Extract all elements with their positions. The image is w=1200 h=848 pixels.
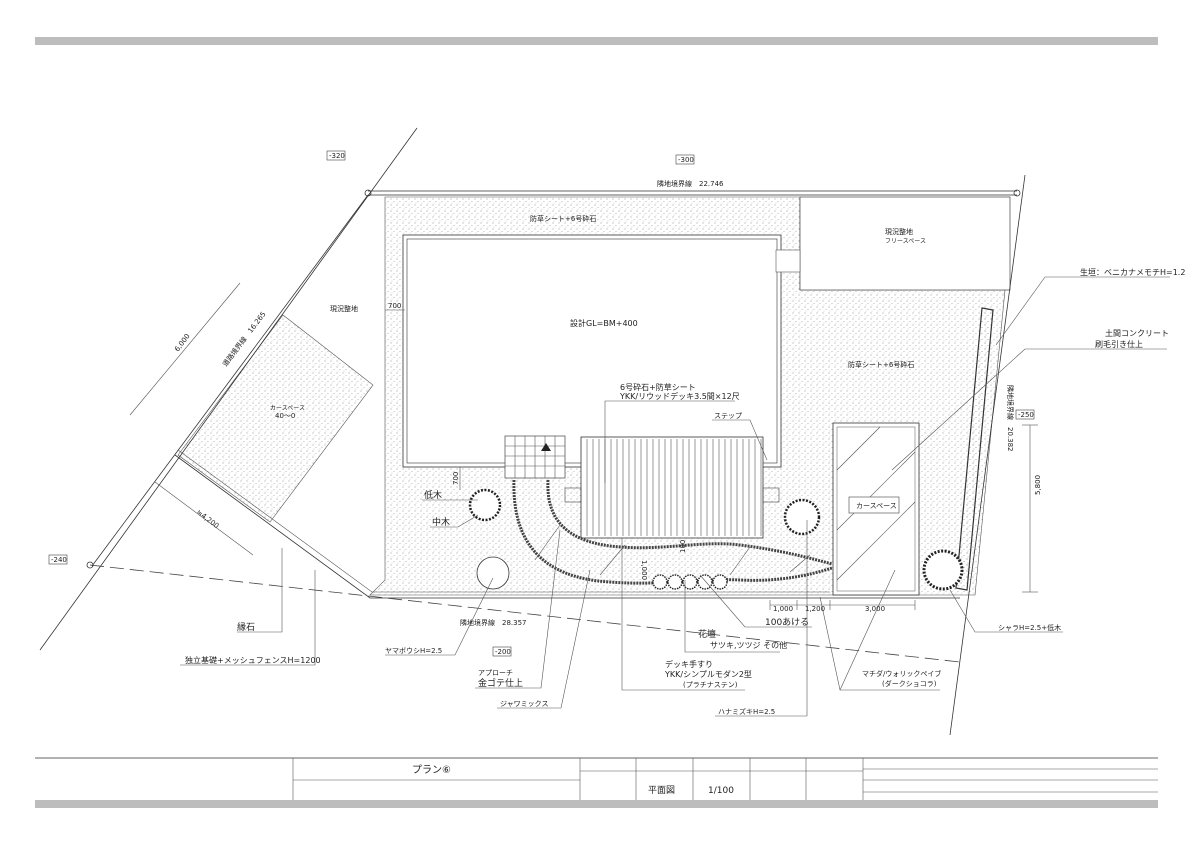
flowerbed-shrub-icon: [712, 574, 728, 590]
right-boundary-label: 隣地境界線 20.382: [1006, 385, 1015, 452]
carport-area: [832, 422, 920, 596]
path-width-dimension: 1,000: [640, 560, 648, 580]
elevation-tag: -300: [678, 156, 694, 164]
flowerbed-shrubs: [652, 574, 728, 590]
pave-callout-line2: (ダークショコラ): [882, 679, 937, 688]
handrail-callout-line2: YKK/シンプルモダン2型: [664, 669, 752, 679]
flowerbed-shrub-icon: [697, 574, 713, 590]
approach-path: [512, 479, 833, 585]
setback-bottom-dimension: 700: [452, 472, 460, 485]
yamaboushi-tree-icon: [476, 556, 510, 590]
shara-tree-icon: [922, 549, 964, 591]
carspace-left-size: 40～0: [275, 412, 295, 420]
road-approx-dimension: ≒4,200: [195, 508, 221, 530]
title-block: プラン⑥ 平面図 1/100: [35, 757, 1158, 800]
hedge-callout: 生垣：ベニカナメモチH=1.2: [1080, 267, 1185, 277]
handrail-callout-line3: (プラチナステン): [683, 681, 738, 689]
carspace-left-label: カースペース: [270, 405, 305, 412]
house-footprint: [402, 234, 801, 468]
approach-callout-line2: 金ゴテ仕上: [478, 677, 523, 689]
free-space-area: [799, 196, 1011, 291]
top-boundary-label: 隣地境界線 22.746: [657, 179, 724, 188]
elevation-tag: -320: [329, 152, 345, 160]
dimension-lines: [129, 282, 1038, 610]
flowerbed-callout-line1: 花壇: [698, 628, 716, 640]
gravel-top-label: 防草シート+6号砕石: [530, 214, 596, 223]
tree-mid-callout: 中木: [432, 516, 450, 528]
flowerbed-shrub-icon: [652, 574, 668, 590]
jawa-callout: ジャワミックス: [500, 700, 548, 708]
setback-left-dimension: 700: [388, 302, 401, 310]
elevation-tags: -320 -300 -250 -240 -200: [48, 150, 1035, 657]
bottom-dimension-b: 1,200: [805, 605, 825, 613]
existing-left-label: 現況整地: [330, 304, 358, 313]
flowerbed-shrub-icon: [682, 574, 698, 590]
curb-callout: 縁石: [237, 621, 255, 633]
leader-lines: [180, 276, 1170, 717]
existing-right-label: 現況整地: [885, 227, 913, 236]
boundary-lines: [39, 127, 1026, 736]
elevation-tag: -250: [1018, 411, 1034, 419]
entrance-tile: [504, 435, 566, 479]
flowerbed-shrub-icon: [667, 574, 683, 590]
bottom-boundary-label: 隣地境界線 28.357: [460, 618, 527, 627]
step-right: [762, 487, 780, 503]
step-callout: ステップ: [714, 412, 742, 420]
shrub-tree-icon: [468, 488, 502, 522]
fence-callout: 独立基礎+メッシュフェンスH=1200: [185, 655, 321, 665]
step-left: [564, 487, 582, 503]
shara-callout: シャラH=2.5+低木: [998, 623, 1061, 632]
flowerbed-callout-line2: サツキ,ツツジ その他: [710, 640, 787, 650]
concrete-callout-line2: 刷毛引き仕上: [1095, 339, 1143, 349]
car-space-left: [177, 314, 374, 523]
bottom-dimension-c: 3,000: [865, 605, 885, 613]
approach-callout-line1: アプローチ: [478, 669, 513, 677]
handrail-callout-line1: デッキ手すり: [665, 659, 713, 669]
deck-callout-line2: YKK/リウッドデッキ3.5間×12尺: [619, 391, 740, 401]
hanamizuki-tree-icon: [783, 498, 821, 536]
bottom-dimension-a: 1,000: [773, 605, 793, 613]
deck-callout-line1: 6号砕石+防草シート: [620, 382, 696, 392]
trees: [468, 488, 964, 591]
concrete-callout-line1: 土間コンクリート: [1105, 328, 1169, 338]
free-space-label: フリースペース: [885, 238, 926, 245]
gap-dimension: 100: [679, 540, 687, 553]
road-width-dimension: 6,000: [173, 332, 191, 353]
shrub-low-callout: 低木: [424, 489, 442, 501]
right-depth-dimension: 5,800: [1034, 475, 1042, 495]
bottom-frame-bar: [35, 800, 1158, 808]
gap-note-callout: 100あける: [765, 617, 809, 628]
elevation-tag: -200: [495, 648, 511, 656]
drawing-type: 平面図: [648, 785, 675, 796]
sheet-title: プラン⑥: [412, 764, 451, 776]
elevation-tag: -240: [51, 556, 67, 564]
yamaboushi-callout: ヤマボウシH=2.5: [385, 647, 442, 655]
gravel-right-label: 防草シート+6号砕石: [848, 360, 914, 369]
hanamizuki-callout: ハナミズキH=2.5: [718, 707, 775, 716]
wood-deck: [564, 436, 780, 539]
top-frame-bar: [35, 37, 1158, 45]
pave-callout-line1: マチダ/ウォリックペイブ: [862, 669, 941, 678]
hedge-strip: [955, 307, 994, 591]
drawing-scale: 1/100: [708, 786, 734, 796]
carport-label: カースペース: [856, 502, 897, 510]
house-gl-label: 設計GL=BM+400: [570, 318, 638, 328]
